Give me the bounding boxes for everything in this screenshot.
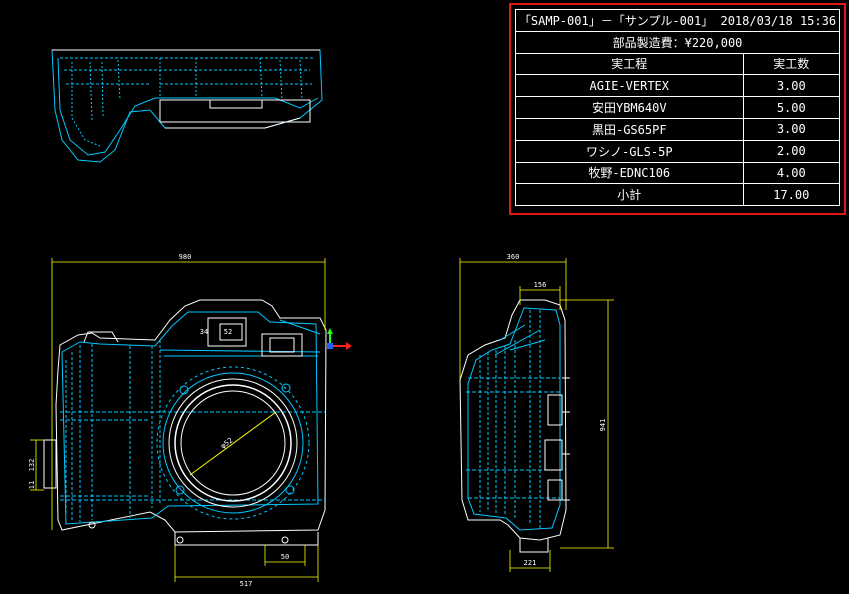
header-process: 実工程 (515, 52, 744, 76)
header-hours: 実工数 (742, 52, 841, 76)
cost-row: 部品製造費：¥220,000 (515, 30, 840, 54)
process-cell: 牧野-EDNC106 (515, 161, 744, 185)
side-dimensions (459, 258, 614, 572)
cost-summary-panel: 「SAMP-001」－「サンプル-001」 2018/03/18 15:36 部… (509, 3, 846, 215)
hours-cell: 3.00 (742, 74, 841, 98)
table-row: ワシノ-GLS-5P 2.00 (515, 139, 841, 163)
side-dimension-labels: 360 156 941 221 (507, 253, 607, 567)
hours-cell: 3.00 (742, 117, 841, 141)
subtotal-row: 小計 17.00 (515, 183, 841, 207)
process-cell: 安田YBM640V (515, 96, 744, 119)
dim-side-bottom: 221 (524, 559, 537, 567)
cost-table-title: 「SAMP-001」－「サンプル-001」 2018/03/18 15:36 (515, 9, 840, 32)
manufacturing-cost: 部品製造費：¥220,000 (515, 30, 840, 54)
process-cell: 黒田-GS65PF (515, 117, 744, 141)
dim-front-left-b: 11 (28, 481, 36, 489)
hours-cell: 4.00 (742, 161, 841, 185)
top-view (51, 49, 323, 163)
table-row: 牧野-EDNC106 4.00 (515, 161, 841, 185)
dim-front-bottom: 517 (240, 580, 253, 588)
table-row: 黒田-GS65PF 3.00 (515, 117, 841, 141)
front-view (43, 299, 352, 546)
header-row: 実工程 実工数 (515, 52, 841, 76)
process-cell: AGIE-VERTEX (515, 74, 744, 98)
cost-table: 「SAMP-001」－「サンプル-001」 2018/03/18 15:36 部… (515, 9, 841, 207)
hours-cell: 5.00 (742, 96, 841, 119)
dim-front-lens: φ52 (219, 436, 234, 450)
front-dimensions (30, 258, 326, 582)
table-row: AGIE-VERTEX 3.00 (515, 74, 841, 98)
process-cell: ワシノ-GLS-5P (515, 139, 744, 163)
dim-side-width: 360 (507, 253, 520, 261)
dim-front-bottom-small: 50 (281, 553, 289, 561)
subtotal-label: 小計 (515, 183, 744, 207)
subtotal-hours: 17.00 (742, 183, 841, 207)
dim-front-width: 980 (179, 253, 192, 261)
dim-side-top: 156 (534, 281, 547, 289)
title-row: 「SAMP-001」－「サンプル-001」 2018/03/18 15:36 (515, 9, 840, 32)
hours-cell: 2.00 (742, 139, 841, 163)
side-view (459, 299, 570, 553)
dim-front-vf-a: 52 (224, 328, 232, 336)
dim-side-height: 941 (599, 419, 607, 432)
table-row: 安田YBM640V 5.00 (515, 96, 841, 119)
dim-front-left-a: 132 (28, 459, 36, 472)
dim-front-vf-b: 34 (200, 328, 208, 336)
